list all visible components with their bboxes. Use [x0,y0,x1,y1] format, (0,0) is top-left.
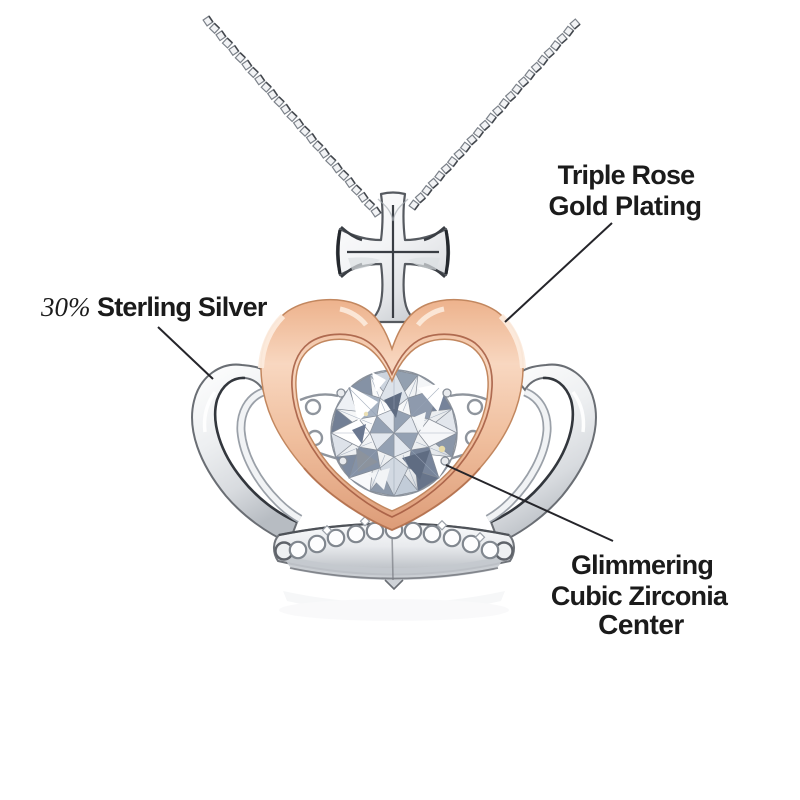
svg-text:Glimmering: Glimmering [571,550,713,580]
svg-text:Center: Center [598,609,684,640]
svg-text:Gold Plating: Gold Plating [549,191,702,221]
svg-text:Triple Rose: Triple Rose [558,160,696,190]
svg-text:Sterling Silver: Sterling Silver [97,292,268,322]
svg-text:Cubic Zirconia: Cubic Zirconia [551,581,729,611]
svg-text:30%: 30% [40,292,91,322]
